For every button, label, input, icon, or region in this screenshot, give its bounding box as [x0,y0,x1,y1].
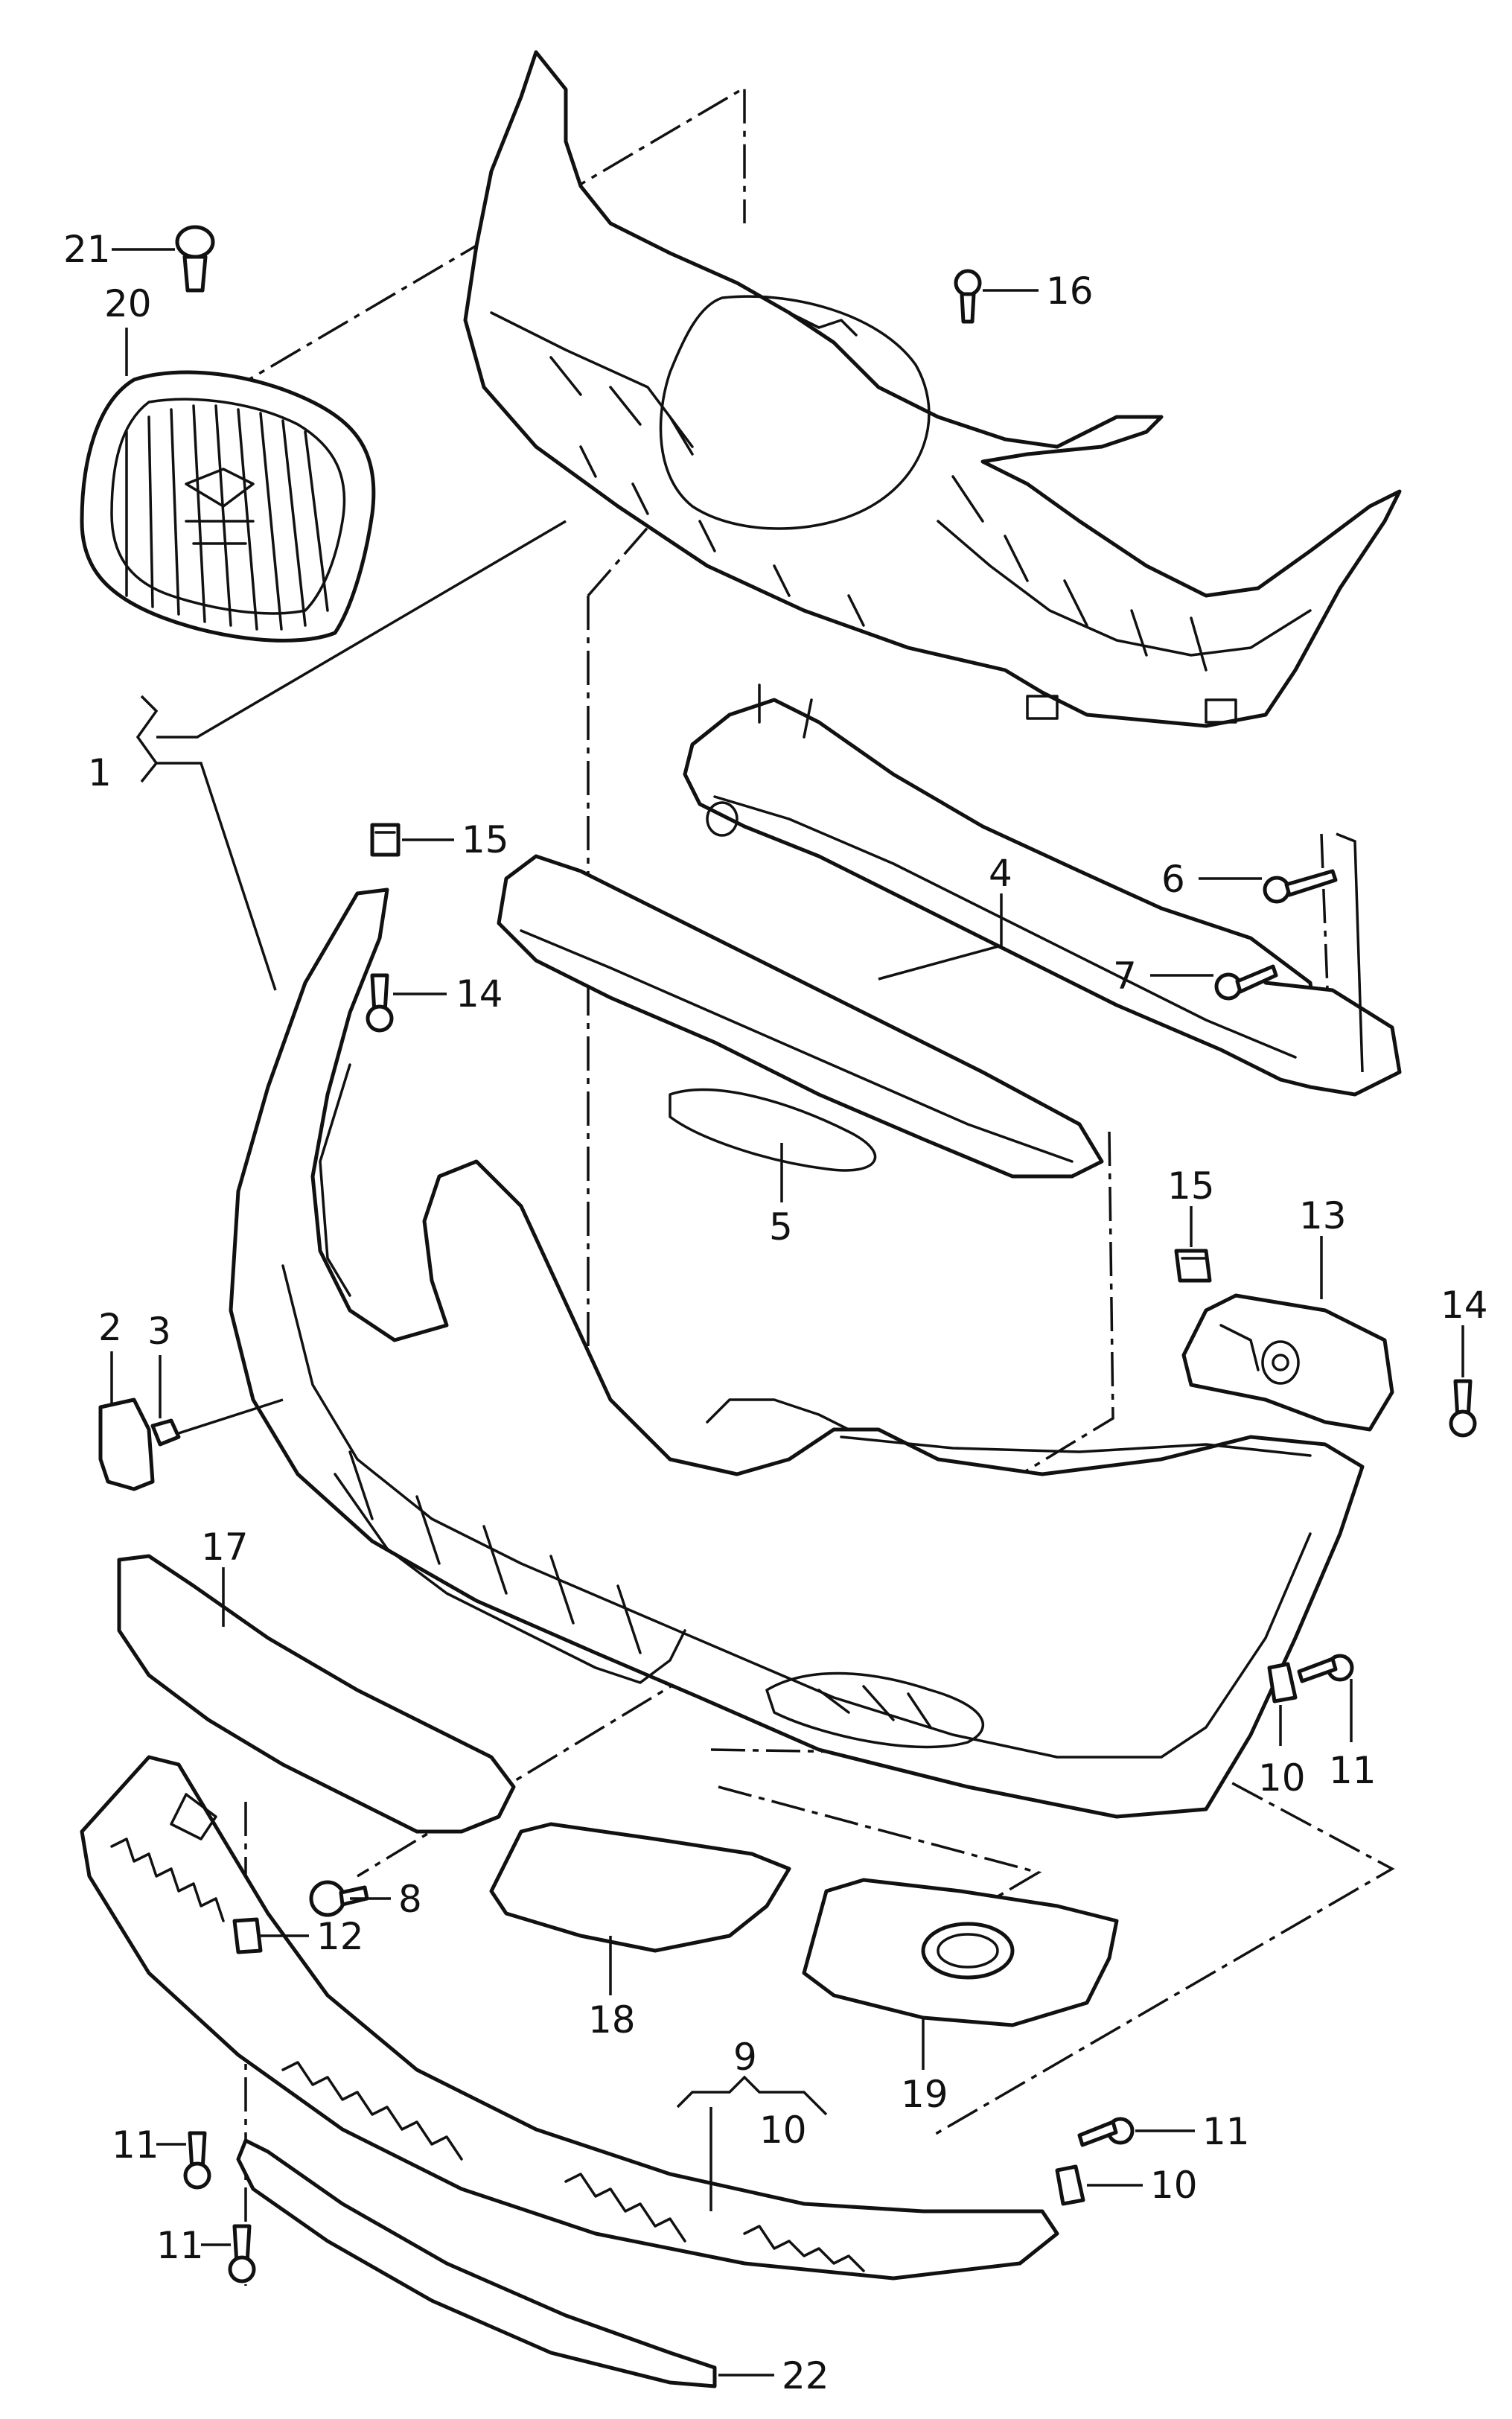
callout-11d: 11 [156,2224,204,2267]
part-radiator-grille [80,370,376,643]
callout-11b: 11 [1202,2110,1250,2153]
part-cover-2 [98,1397,155,1491]
part-bolt-6 [1263,869,1338,904]
callout-15a: 15 [462,818,509,861]
part-front-carrier [463,50,1402,728]
callout-9: 9 [733,2036,757,2079]
part-fog-grille-19 [802,1878,1119,2027]
part-clip-21 [175,225,215,293]
part-clip-10a [1267,1662,1298,1704]
callout-20: 20 [104,282,152,325]
part-clip-nut-12 [232,1917,263,1954]
part-bolt-7 [1214,964,1278,1001]
callout-18: 18 [588,1998,636,2042]
callout-22: 22 [782,2354,829,2397]
callout-11a: 11 [1329,1749,1377,1792]
callout-11c: 11 [112,2123,159,2167]
callout-16: 16 [1046,270,1094,313]
callout-labels: 1 2 3 4 5 6 7 8 9 10 10 10 11 11 11 11 1… [63,228,1488,2397]
callout-15b: 15 [1167,1164,1215,1208]
callout-21: 21 [63,228,111,271]
part-lower-grille-17 [117,1554,516,1834]
callout-4: 4 [989,852,1012,895]
part-bracket-13 [1181,1293,1394,1432]
callout-10b: 10 [759,2109,807,2152]
callout-2: 2 [98,1306,122,1349]
part-strip-22 [236,2138,717,2388]
callout-10c: 10 [1150,2164,1198,2207]
callout-6: 6 [1161,858,1185,901]
callout-8: 8 [398,1878,422,1921]
part-clip-10b [1055,2164,1085,2206]
callout-10a: 10 [1258,1756,1306,1800]
part-screw-11d [228,2224,256,2283]
callout-14a: 14 [456,972,503,1016]
part-clip-3 [150,1418,181,1447]
callout-3: 3 [147,1310,171,1353]
callout-14b: 14 [1441,1284,1488,1327]
callout-13: 13 [1299,1194,1347,1237]
part-screw-14a [366,973,394,1033]
part-bumper-cover [229,887,1365,1819]
callout-5: 5 [769,1205,793,1249]
leader-lines [110,248,1464,2377]
callout-17: 17 [201,1526,249,1569]
part-screw-11b [1077,2117,1135,2147]
callout-7: 7 [1113,954,1137,998]
callout-19: 19 [901,2073,948,2116]
part-screw-14b [1449,1379,1477,1438]
callout-1: 1 [88,751,112,794]
part-absorber [497,854,1104,1179]
part-clip-nut-15a [370,823,401,857]
part-screw-16 [954,269,982,324]
part-screw-11c [183,2131,211,2190]
part-spoiler-9 [80,1755,1059,2281]
part-grille-18 [489,1822,791,1953]
part-clip-nut-15b [1174,1249,1212,1283]
callout-12: 12 [316,1915,364,1958]
part-screw-11a [1297,1654,1354,1683]
